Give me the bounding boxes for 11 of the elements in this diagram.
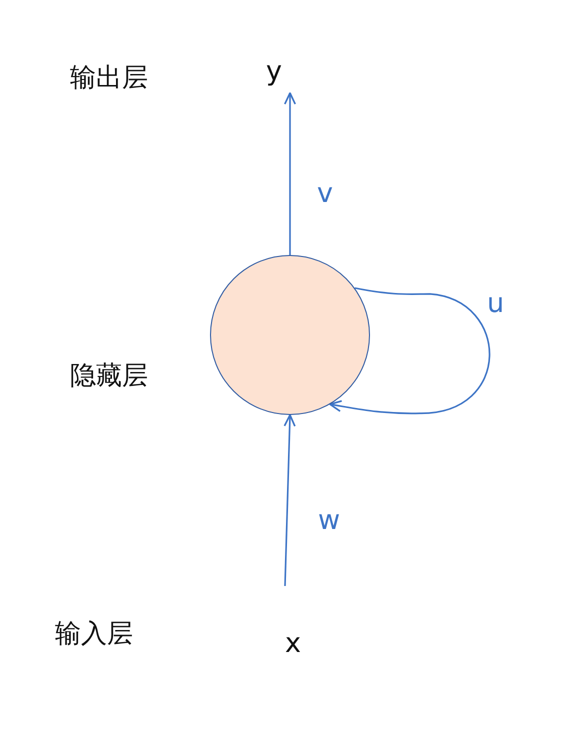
- layer-label: 输入层: [55, 620, 133, 649]
- loop-arrow: [329, 287, 490, 414]
- variable-text: y: [266, 58, 282, 85]
- arrow: [284, 414, 296, 586]
- edge-label: u: [487, 290, 504, 317]
- variable-text: x: [285, 630, 301, 657]
- edge-label: v: [317, 180, 333, 207]
- layer-label: 输出层: [70, 64, 148, 93]
- edge-label: w: [318, 507, 340, 534]
- layer-label: 隐藏层: [70, 362, 148, 391]
- arrow: [284, 92, 296, 255]
